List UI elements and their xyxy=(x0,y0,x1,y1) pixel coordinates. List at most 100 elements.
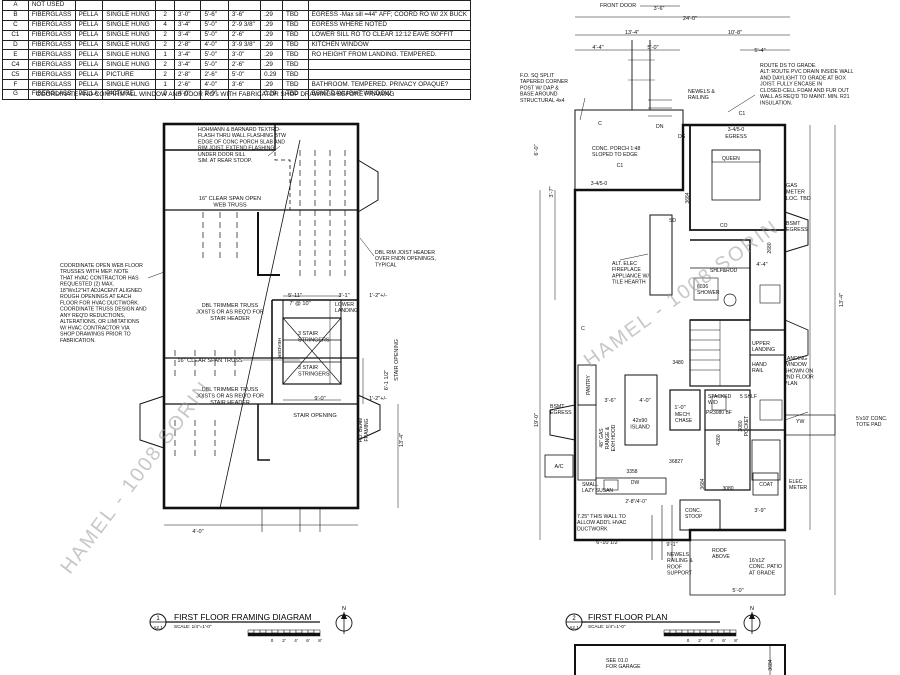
door-size: 3480 xyxy=(672,360,683,366)
scale-bar-segment xyxy=(265,632,273,637)
note-flashing-line: SIM. AT REAR STOOP. xyxy=(198,158,252,164)
tote-pad-label-line: TOTE PAD xyxy=(856,422,882,428)
scale-bar-segment xyxy=(699,632,707,637)
window-tag: C xyxy=(581,326,585,332)
dim-label: 2'-8"/4'-0" xyxy=(625,499,647,505)
scale-bar-segment xyxy=(663,632,671,637)
dim-label: 5'-0" xyxy=(732,588,743,594)
coat-label: COAT xyxy=(759,482,773,488)
scale-bar-segment xyxy=(669,632,677,637)
yw-label: YW xyxy=(796,419,804,425)
note-route-ds-line: ROUTE DS TO GRADE. xyxy=(760,63,817,69)
pocket-door-label-line: POCKET xyxy=(744,416,750,437)
scale-bar-segment xyxy=(313,629,321,634)
note-route-ds-line: ALT: ROUTE PVC DRAIN INSIDE WALL xyxy=(760,69,854,75)
scale-bar-segment xyxy=(729,629,737,634)
scale-bar-segment xyxy=(307,629,315,634)
newels-label: NEWELS &RAILING xyxy=(688,89,715,101)
newels-label-line: RAILING xyxy=(688,95,709,101)
note-wall-hvac-line: 7.25" THIS WALL TO xyxy=(577,514,626,520)
newels-roof-label-line: RAILING & xyxy=(667,558,693,564)
shelf-rod-label: SHLF&ROD xyxy=(710,268,738,274)
fo-beam-label: F.O. BEAMFRAMING xyxy=(358,418,370,443)
north-label: N xyxy=(750,606,754,612)
note-route-ds-line: AND DAYLIGHT TO GRADE AT BOX xyxy=(760,75,846,81)
dim-label: 3'-7" xyxy=(549,186,555,197)
fo-beam-label-line: F.O. BEAM xyxy=(358,418,364,443)
watermark-left: HAMEL - 1008 SORIN xyxy=(56,377,215,578)
elec-meter-label-line: ELEC xyxy=(789,479,803,485)
dbl-trimmer-note-line: DBL TRIMMER TRUSS xyxy=(202,303,259,309)
landing-window-label-line: LANDING xyxy=(784,356,807,362)
scale-bar-segment xyxy=(717,632,725,637)
schedule-cell: 2'-0" xyxy=(200,89,229,100)
scale-bar-segment xyxy=(711,632,719,637)
floor-plan xyxy=(539,5,836,675)
framing-sheet-ref: A2.1 xyxy=(153,625,163,630)
dim-label: 1'-0" xyxy=(674,405,685,411)
door-size: 3684 xyxy=(685,192,691,203)
note-route-ds-line: WALL AS REQ'D TO MAINT. MIN. R21 xyxy=(760,94,850,100)
door-size: 3684 xyxy=(700,478,706,489)
dim-label: 36827 xyxy=(669,459,683,465)
note-route-ds-line: JOIST. FULLY ENCASE IN xyxy=(760,82,822,88)
scale-bar-segment xyxy=(705,629,713,634)
note-coordinate-line: COORDINATE TRUSS DESIGN AND xyxy=(60,307,147,313)
landing-window-label-line: PLAN xyxy=(784,381,798,387)
dim-label: 3'-9" xyxy=(754,508,765,514)
schedule-cell: 4'-0" xyxy=(173,89,202,100)
scale-bar-segment xyxy=(723,629,731,634)
dim-label: 4'-4" xyxy=(592,45,603,51)
upper-landing-label-line: LANDING xyxy=(752,347,775,353)
window-rough-opening: 3358 xyxy=(626,469,637,475)
hand-rail-label-line: HAND xyxy=(752,362,767,368)
scale-bar-segment xyxy=(295,632,303,637)
dim-label: 13'-4" xyxy=(625,30,639,36)
note-rim-joist-line: TYPICAL xyxy=(375,262,397,268)
scale-bar-label: 2' xyxy=(698,638,702,643)
dim-label: 10'-8" xyxy=(728,30,742,36)
porch-label-line: CONC. PORCH 1:48 xyxy=(592,146,641,152)
elec-meter-label-line: METER xyxy=(789,485,807,491)
scale-bar-segment xyxy=(675,632,683,637)
shower-label-line: SHOWER xyxy=(697,290,720,296)
scale-bar-label: 6' xyxy=(722,638,726,643)
stair-stringers-label-line: 3 STAIR xyxy=(298,365,318,371)
note-corner-post-line: BASE AROUND xyxy=(520,92,558,98)
scale-bar-segment xyxy=(283,629,291,634)
door-size: 2680 xyxy=(767,242,773,253)
scale-bar-segment xyxy=(277,629,285,634)
note-coordinate-line: ROUGH OPENINGS AT EACH xyxy=(60,294,132,300)
stair-stringers-label-line: STRINGERS xyxy=(298,371,330,377)
landing-window-label-line: WINDOW xyxy=(784,362,807,368)
scale-bar-label: 8' xyxy=(734,638,738,643)
bsmt-egress-label-line: BSMT xyxy=(786,221,801,227)
scale-bar-label: 0 xyxy=(687,638,690,643)
scale-bar-segment xyxy=(313,632,321,637)
dim-label: 5'-11" xyxy=(288,293,302,299)
gas-meter-label-line: LOC. TBD xyxy=(786,196,811,202)
dim-label: 1'-2"+/- xyxy=(369,293,387,299)
ds-label: DS xyxy=(678,134,686,140)
schedule-cell: PICTURE xyxy=(102,89,157,100)
note-corner-post-line: TAPERED CORNER xyxy=(520,79,568,85)
note-coordinate-line: 18"Wx12"HT ADJACENT ALIGNED xyxy=(60,288,142,294)
bsmt-egress-label-line: EGRESS xyxy=(550,410,572,416)
note-wall-hvac-line: DUCTWORK xyxy=(577,526,608,532)
plan-detail-number: 2 xyxy=(572,616,576,622)
dim-label: 3'-6" xyxy=(604,398,615,404)
window-tag: C xyxy=(598,121,602,127)
scale-bar-segment xyxy=(289,629,297,634)
